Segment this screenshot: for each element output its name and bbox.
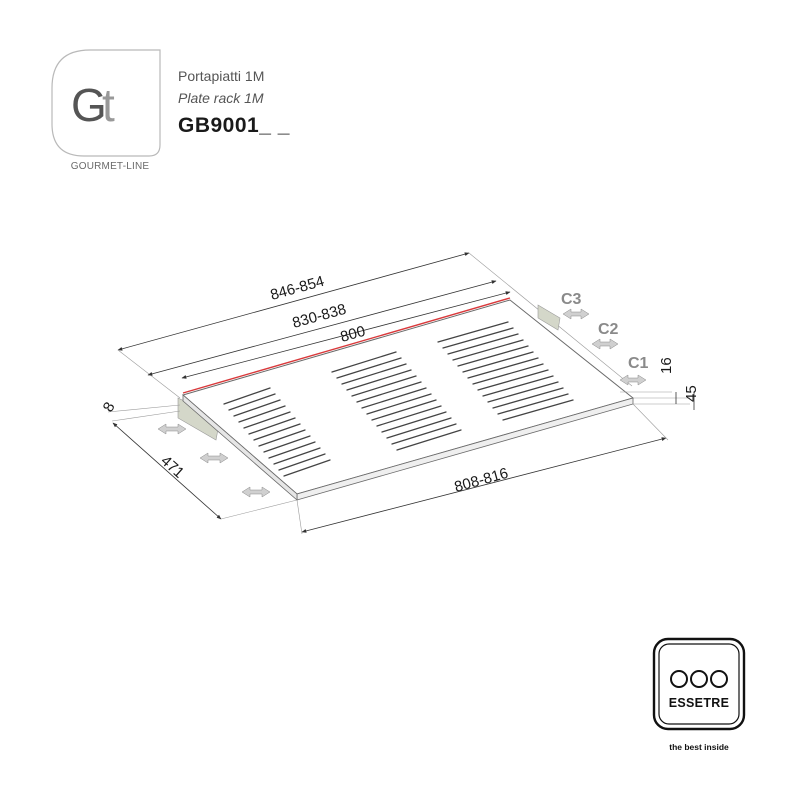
- dimension-panel-width: 800: [181, 291, 511, 379]
- logo-letter-g: G: [71, 79, 107, 131]
- clearance-arrows-right: [562, 308, 647, 386]
- clearance-label-c1: C1: [628, 355, 649, 372]
- essetre-wordmark: ESSETRE: [668, 696, 730, 710]
- product-code: GB9001_ _: [178, 114, 290, 137]
- plate-rack-panel: [177, 297, 635, 501]
- clearance-label-c2: C2: [598, 321, 619, 338]
- dimension-heights: 16 45: [620, 357, 700, 410]
- essetre-circle-icon: [710, 670, 728, 688]
- essetre-circle-icon: [670, 670, 688, 688]
- accent-edge: [182, 297, 511, 394]
- label-overall-width: 846-854: [269, 273, 327, 304]
- slot-group-right: [437, 321, 574, 421]
- label-rail-offset: 8: [100, 399, 119, 415]
- clearance-label-c3: C3: [561, 291, 582, 308]
- right-rail: [537, 304, 561, 331]
- label-height-total: 45: [683, 385, 700, 402]
- essetre-logo: [652, 637, 746, 731]
- label-front-width: 808-816: [453, 465, 511, 496]
- label-panel-width: 800: [339, 323, 368, 346]
- gourmet-line-logo: G t: [62, 60, 156, 156]
- essetre-circle-icon: [690, 670, 708, 688]
- product-name-english: Plate rack 1M: [178, 90, 264, 106]
- gourmet-line-caption: GOURMET-LINE: [70, 161, 150, 172]
- label-height-thin: 16: [658, 357, 675, 374]
- product-name-italian: Portapiatti 1M: [178, 68, 265, 84]
- logo-letter-t: t: [102, 79, 115, 131]
- essetre-tagline: the best inside: [669, 742, 729, 752]
- label-depth: 471: [157, 452, 187, 481]
- dimension-rail-offset: 8: [100, 399, 181, 422]
- label-inner-width: 830-838: [291, 301, 349, 332]
